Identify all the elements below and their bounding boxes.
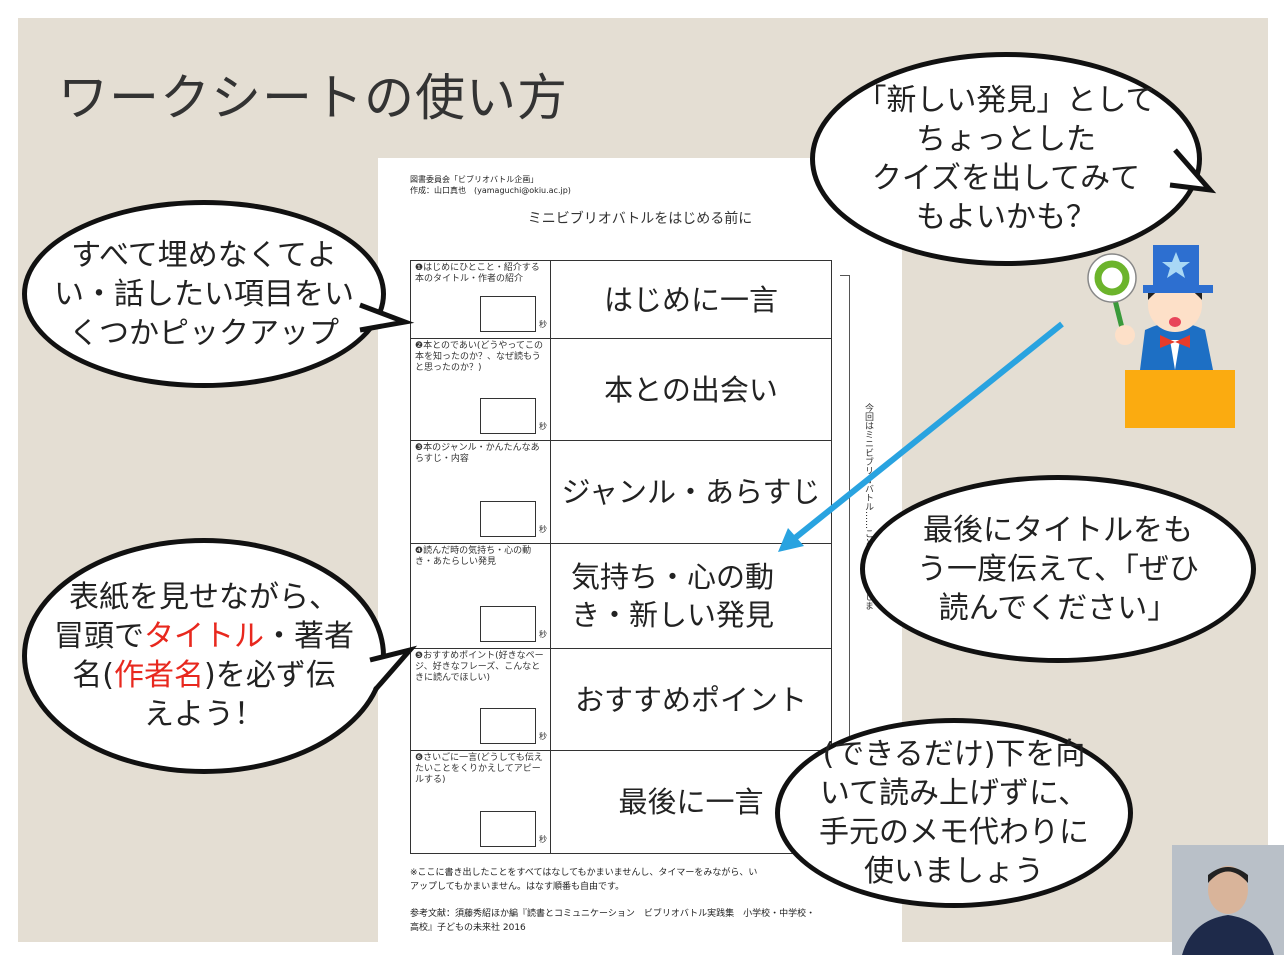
speech-bubble-quiz-idea: 「新しい発見」として ちょっとした クイズを出してみて もよいかも？ <box>810 52 1202 266</box>
seconds-box <box>480 398 536 434</box>
row-prompt: ❷本とのであい(どうやってこの本を知ったのか？、なぜ読もうと思ったのか？) <box>415 341 543 373</box>
presenter-video-icon <box>1172 845 1284 955</box>
worksheet-table: ❶はじめにひとこと・紹介する本のタイトル・作者の紹介秒はじめに一言 ❷本とのであ… <box>410 260 832 854</box>
side-note: 今回はミニビブリオバトル……ことなるようにしま <box>863 403 873 610</box>
table-row: ❹読んだ時の気持ち・心の動き・あたらしい発見秒気持ち・心の動き・新しい発見 <box>410 543 832 649</box>
seconds-box <box>480 811 536 847</box>
bubble-text-line: い・話したい項目をい <box>54 276 354 312</box>
text-segment: )を必ず伝 <box>204 658 336 693</box>
seconds-box <box>480 606 536 642</box>
slide-title: ワークシートの使い方 <box>58 69 568 127</box>
bubble-text-line: えよう！ <box>144 697 264 732</box>
quiz-host-illustration <box>1087 245 1235 428</box>
worksheet-header-org: 図書委員会「ビブリオバトル企画」 <box>410 175 539 184</box>
row-prompt: ❹読んだ時の気持ち・心の動き・あたらしい発見 <box>415 546 532 567</box>
seconds-unit: 秒 <box>539 835 547 844</box>
bubble-text-line: 最後にタイトルをも <box>923 512 1193 548</box>
bubble-text-line: 読んでください」 <box>938 590 1178 626</box>
presenter-webcam <box>1172 845 1284 955</box>
row-label: ジャンル・あらすじ <box>550 440 832 544</box>
worksheet-subtitle: ミニビブリオバトルをはじめる前に <box>527 211 753 227</box>
bubble-text-line: (できるだけ)下を向 <box>822 737 1086 772</box>
seconds-unit: 秒 <box>539 630 547 639</box>
bubble-text-line: 使いましょう <box>864 854 1044 889</box>
bubble-text-line: 「新しい発見」として <box>856 83 1156 118</box>
speech-bubble-ending: 最後にタイトルをも う一度伝えて、「ぜひ 読んでください」 <box>860 475 1256 663</box>
seconds-unit: 秒 <box>539 732 547 741</box>
highlight-author: 作者名 <box>114 658 204 693</box>
highlight-title: タイトル <box>144 619 264 654</box>
row-prompt: ❸本のジャンル・かんたんなあらすじ・内容 <box>415 443 540 464</box>
row-label: おすすめポイント <box>550 648 832 751</box>
seconds-unit: 秒 <box>539 320 547 329</box>
bubble-text-line: 手元のメモ代わりに <box>819 815 1089 850</box>
bubble-text-line: すべて埋めなくてよ <box>71 237 337 273</box>
bubble-text-line: いて読み上げずに、 <box>819 776 1089 811</box>
worksheet-header-author: 作成：山口真也 (yamaguchi@okiu.ac.jp) <box>410 186 571 195</box>
bubble-text-line: もよいかも？ <box>916 200 1096 235</box>
bubble-text-line: 名(作者名)を必ず伝 <box>72 656 335 695</box>
table-row: ❶はじめにひとこと・紹介する本のタイトル・作者の紹介秒はじめに一言 <box>410 260 832 339</box>
bubble-text-line: くつかピックアップ <box>69 315 339 351</box>
table-row: ❷本とのであい(どうやってこの本を知ったのか？、なぜ読もうと思ったのか？) 秒本と… <box>410 338 832 441</box>
text-segment: 名( <box>72 658 114 693</box>
table-row: ❸本のジャンル・かんたんなあらすじ・内容秒ジャンル・あらすじ <box>410 440 832 544</box>
note-line-1: ※ここに書き出したことをすべてはなしてもかまいませんし、タイマーをみながら、い <box>410 868 758 878</box>
seconds-box <box>480 501 536 537</box>
seconds-box <box>480 296 536 332</box>
speech-bubble-cover-title: 表紙を見せながら、 冒頭でタイトル・著者 名(作者名)を必ず伝 えよう！ <box>22 538 386 774</box>
seconds-unit: 秒 <box>539 525 547 534</box>
speech-bubble-pick-items: すべて埋めなくてよ い・話したい項目をい くつかピックアップ <box>22 200 386 388</box>
row-prompt: ❶はじめにひとこと・紹介する本のタイトル・作者の紹介 <box>415 263 540 284</box>
bubble-text-line: う一度伝えて、「ぜひ <box>917 551 1199 587</box>
text-segment: 冒頭で <box>54 619 144 654</box>
bubble-text-line: クイズを出してみて <box>871 161 1141 196</box>
reference-line-2: 高校』子どもの未来社 2016 <box>410 923 526 933</box>
row-prompt: ❻さいごに一言(どうしても伝えたいことをくりかえしてアピールする) <box>415 753 543 785</box>
bubble-text-line: 表紙を見せながら、 <box>69 580 339 615</box>
bubble-text-line: 冒頭でタイトル・著者 <box>54 617 354 656</box>
row-label: 本との出会い <box>550 338 832 441</box>
speech-bubble-memo: (できるだけ)下を向 いて読み上げずに、 手元のメモ代わりに 使いましょう <box>775 718 1133 908</box>
bubble-tail <box>1169 148 1217 194</box>
reference-line-1: 参考文献：須藤秀紹ほか編『読書とコミュニケーション ビブリオバトル実践集 小学校… <box>410 909 816 919</box>
bubble-tail <box>369 645 418 692</box>
table-row: ❻さいごに一言(どうしても伝えたいことをくりかえしてアピールする)秒最後に一言 <box>410 750 832 854</box>
seconds-box <box>480 708 536 744</box>
row-prompt: ❺おすすめポイント(好きなページ、好きなフレーズ、こんなときに読んでほしい) <box>415 651 544 683</box>
row-label: 気持ち・心の動き・新しい発見 <box>550 543 832 649</box>
note-line-2: アップしてもかまいません。はなす順番も自由です。 <box>410 882 625 892</box>
text-segment: ・著者 <box>264 619 354 654</box>
bubble-text-line: ちょっとした <box>916 122 1096 157</box>
bubble-tail <box>359 302 415 333</box>
seconds-unit: 秒 <box>539 422 547 431</box>
